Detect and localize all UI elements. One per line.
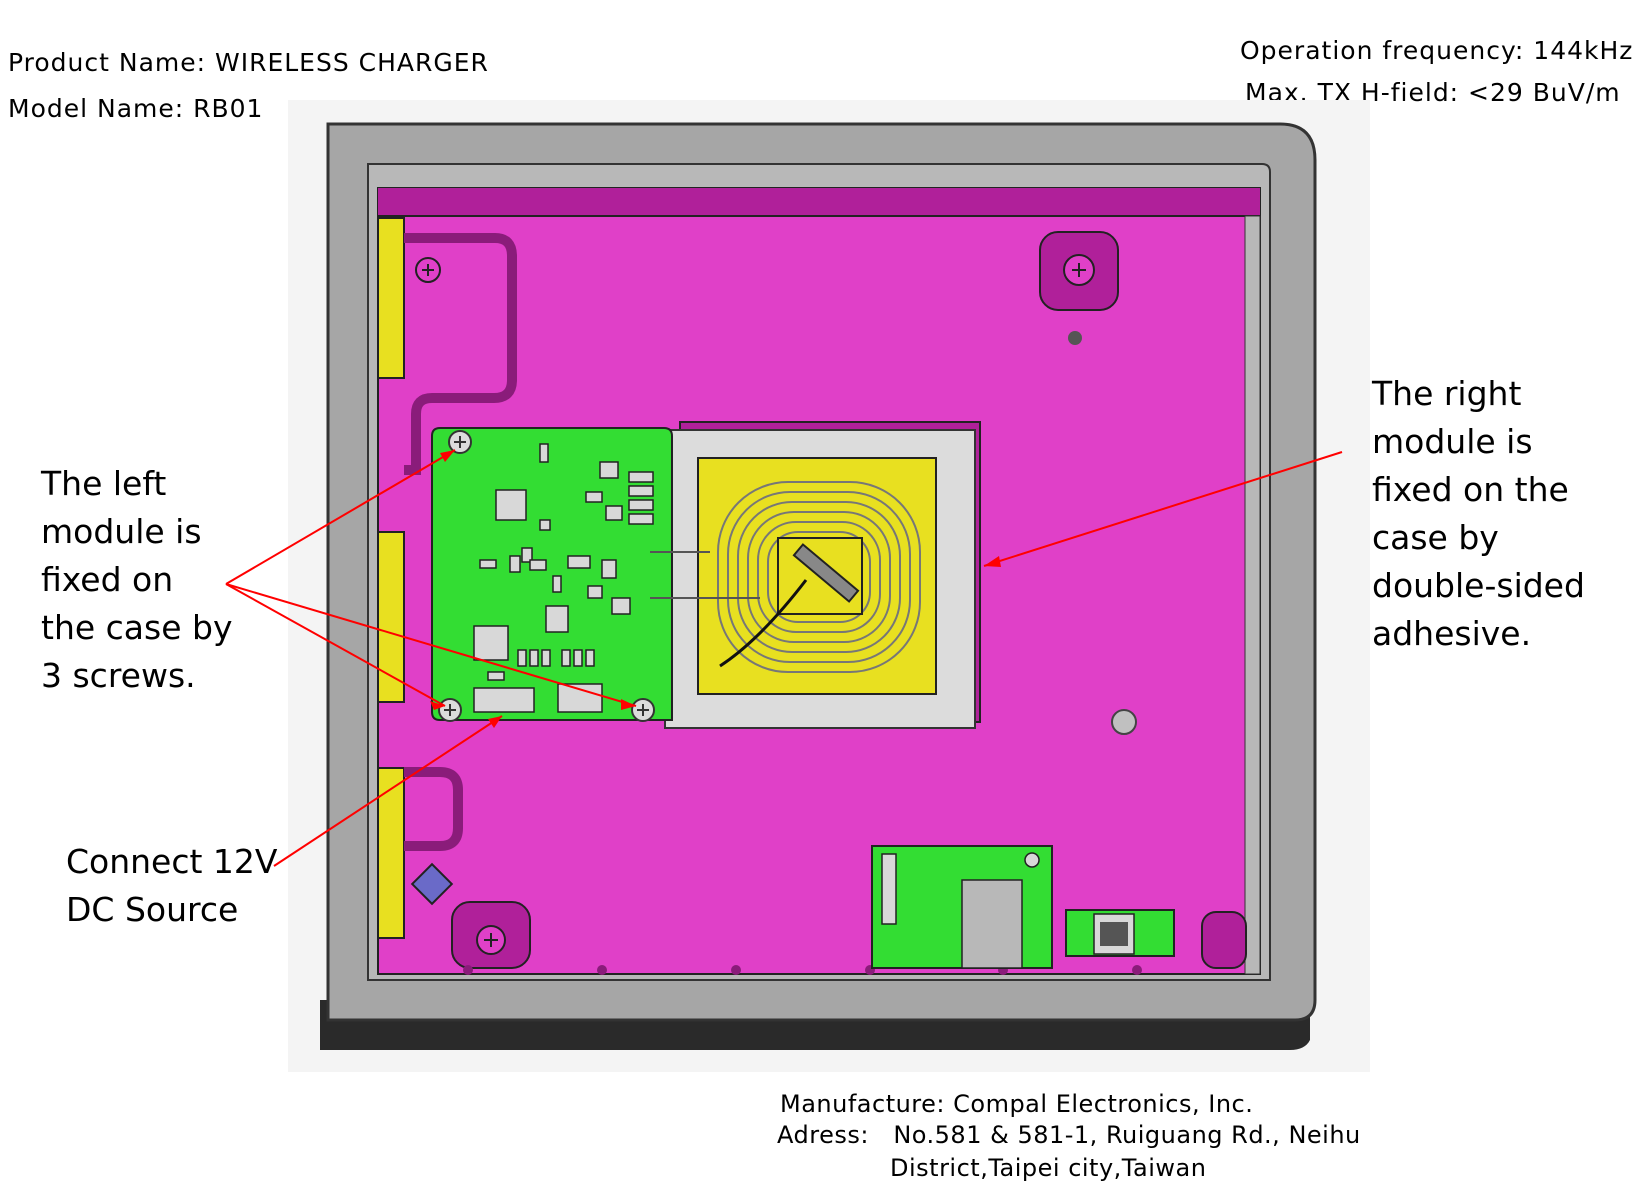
right-module-line-1: The right: [1372, 374, 1522, 413]
right-module-line-5: double-sided: [1372, 566, 1585, 605]
model-name: Model Name: RB01: [8, 94, 264, 123]
small-post: [1068, 331, 1082, 345]
right-wall: [1244, 215, 1261, 975]
left-module-line-4: the case by: [41, 608, 233, 647]
dc-connector: [473, 687, 535, 713]
pointer-arrows: [225, 449, 1343, 867]
left-clip-middle: [377, 531, 405, 703]
left-module-line-5: 3 screws.: [41, 656, 196, 695]
left-module-line-1: The left: [41, 464, 167, 503]
manufacturer: Manufacture: Compal Electronics, Inc.: [780, 1090, 1254, 1118]
rib-bottom-left: [404, 767, 463, 851]
coil-wires: [650, 551, 760, 599]
right-module-note: The right module is fixed on the case by…: [1372, 370, 1585, 658]
thermistor: [792, 543, 860, 603]
left-module-line-2: module is: [41, 512, 202, 551]
pcb-components: [473, 443, 654, 713]
top-ledge: [378, 188, 1260, 216]
right-module-line-2: module is: [1372, 422, 1533, 461]
right-module-line-6: adhesive.: [1372, 614, 1532, 653]
connect-note: Connect 12V DC Source: [66, 838, 278, 934]
arrowheads: [430, 450, 1001, 728]
product-name: Product Name: WIRELESS CHARGER: [8, 48, 489, 77]
diamond-part: [410, 862, 454, 906]
connect-line-2: DC Source: [66, 890, 239, 929]
coil-winding: [717, 481, 921, 673]
left-clip-top: [377, 217, 405, 379]
round-post: [1111, 709, 1137, 735]
left-module-note: The left module is fixed on the case by …: [41, 460, 232, 700]
coil-lead: [719, 579, 808, 668]
address-line-1: Adress: No.581 & 581-1, Ruiguang Rd., Ne…: [777, 1121, 1361, 1149]
address-line-2: District,Taipei city,Taiwan: [890, 1154, 1207, 1182]
rib-top-left: [404, 233, 517, 475]
connect-line-1: Connect 12V: [66, 842, 278, 881]
left-clip-bottom: [377, 767, 405, 939]
operation-frequency: Operation frequency: 144kHz: [1240, 36, 1633, 65]
charger-internal-diagram: [225, 100, 1370, 1072]
right-module-line-4: case by: [1372, 518, 1499, 557]
right-module-line-3: fixed on the: [1372, 470, 1569, 509]
left-module-line-3: fixed on: [41, 560, 174, 599]
